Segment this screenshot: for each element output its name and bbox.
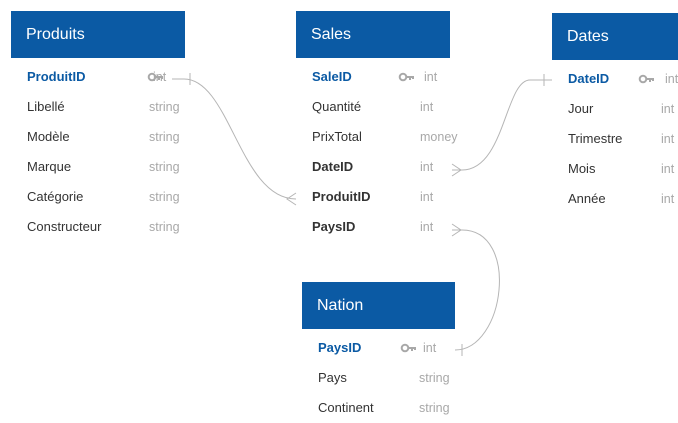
field-name: Constructeur [27, 219, 102, 234]
connector-sales-dates [452, 79, 552, 171]
key-icon [398, 72, 414, 82]
field-row[interactable]: Année int [568, 184, 678, 214]
field-row[interactable]: Continent string [318, 393, 455, 423]
field-type: int [420, 190, 434, 204]
field-row[interactable]: DateID int [312, 152, 450, 182]
key-icon [400, 343, 416, 353]
field-name: SaleID [312, 69, 352, 84]
entity-title: Nation [302, 282, 455, 329]
field-type: int [424, 70, 438, 84]
field-type: string [419, 371, 450, 385]
field-type: string [149, 190, 180, 204]
field-name: ProduitID [312, 189, 371, 204]
field-type: int [661, 192, 675, 206]
connector-sales-nation [452, 229, 500, 351]
field-name: DateID [568, 71, 610, 86]
field-type: string [149, 130, 180, 144]
field-row[interactable]: PaysID int [312, 212, 450, 242]
field-type: int [423, 341, 437, 355]
field-type: string [149, 160, 180, 174]
field-type: int [420, 160, 434, 174]
field-type: string [149, 220, 180, 234]
field-name: Catégorie [27, 189, 84, 204]
many-marker [451, 223, 462, 237]
field-row[interactable]: SaleID int [312, 62, 450, 92]
field-name: PaysID [312, 219, 356, 234]
field-name: DateID [312, 159, 354, 174]
field-name: PaysID [318, 340, 362, 355]
field-name: Libellé [27, 99, 65, 114]
field-row[interactable]: Modèle string [27, 122, 185, 152]
entity-title: Produits [11, 11, 185, 58]
field-row[interactable]: Mois int [568, 154, 678, 184]
field-row[interactable]: PrixTotal money [312, 122, 458, 152]
field-row[interactable]: Jour int [568, 94, 678, 124]
field-type: string [419, 401, 450, 415]
entity-title: Sales [296, 11, 450, 58]
field-row[interactable]: ProduitID int [312, 182, 450, 212]
field-type: money [420, 130, 458, 144]
field-name: ProduitID [27, 69, 86, 84]
field-name: Trimestre [568, 131, 623, 146]
field-name: Modèle [27, 129, 70, 144]
many-marker [451, 163, 462, 177]
field-name: Année [568, 191, 606, 206]
field-name: Marque [27, 159, 72, 174]
field-row[interactable]: Libellé string [27, 92, 185, 122]
field-type: int [153, 70, 167, 84]
field-name: Jour [568, 101, 594, 116]
field-type: int [661, 162, 675, 176]
field-name: Quantité [312, 99, 362, 114]
field-type: int [420, 220, 434, 234]
field-type: int [661, 102, 675, 116]
field-type: int [420, 100, 434, 114]
field-row[interactable]: Quantité int [312, 92, 450, 122]
entity-title: Dates [552, 13, 678, 60]
field-row[interactable]: Trimestre int [568, 124, 678, 154]
field-row[interactable]: Constructeur string [27, 212, 185, 242]
field-type: int [665, 72, 678, 86]
field-row[interactable]: DateID int [568, 64, 678, 94]
field-name: Pays [318, 370, 347, 385]
many-marker [286, 192, 297, 206]
field-row[interactable]: PaysID int [318, 333, 455, 363]
field-name: Continent [318, 400, 374, 415]
field-name: PrixTotal [312, 129, 362, 144]
key-icon [147, 72, 163, 82]
field-type: string [149, 100, 180, 114]
field-type: int [661, 132, 675, 146]
field-row[interactable]: Pays string [318, 363, 455, 393]
connector-produits-sales [172, 78, 297, 200]
field-row[interactable]: Marque string [27, 152, 185, 182]
key-icon [638, 74, 654, 84]
field-row[interactable]: ProduitID int [27, 62, 185, 92]
field-name: Mois [568, 161, 596, 176]
field-row[interactable]: Catégorie string [27, 182, 185, 212]
